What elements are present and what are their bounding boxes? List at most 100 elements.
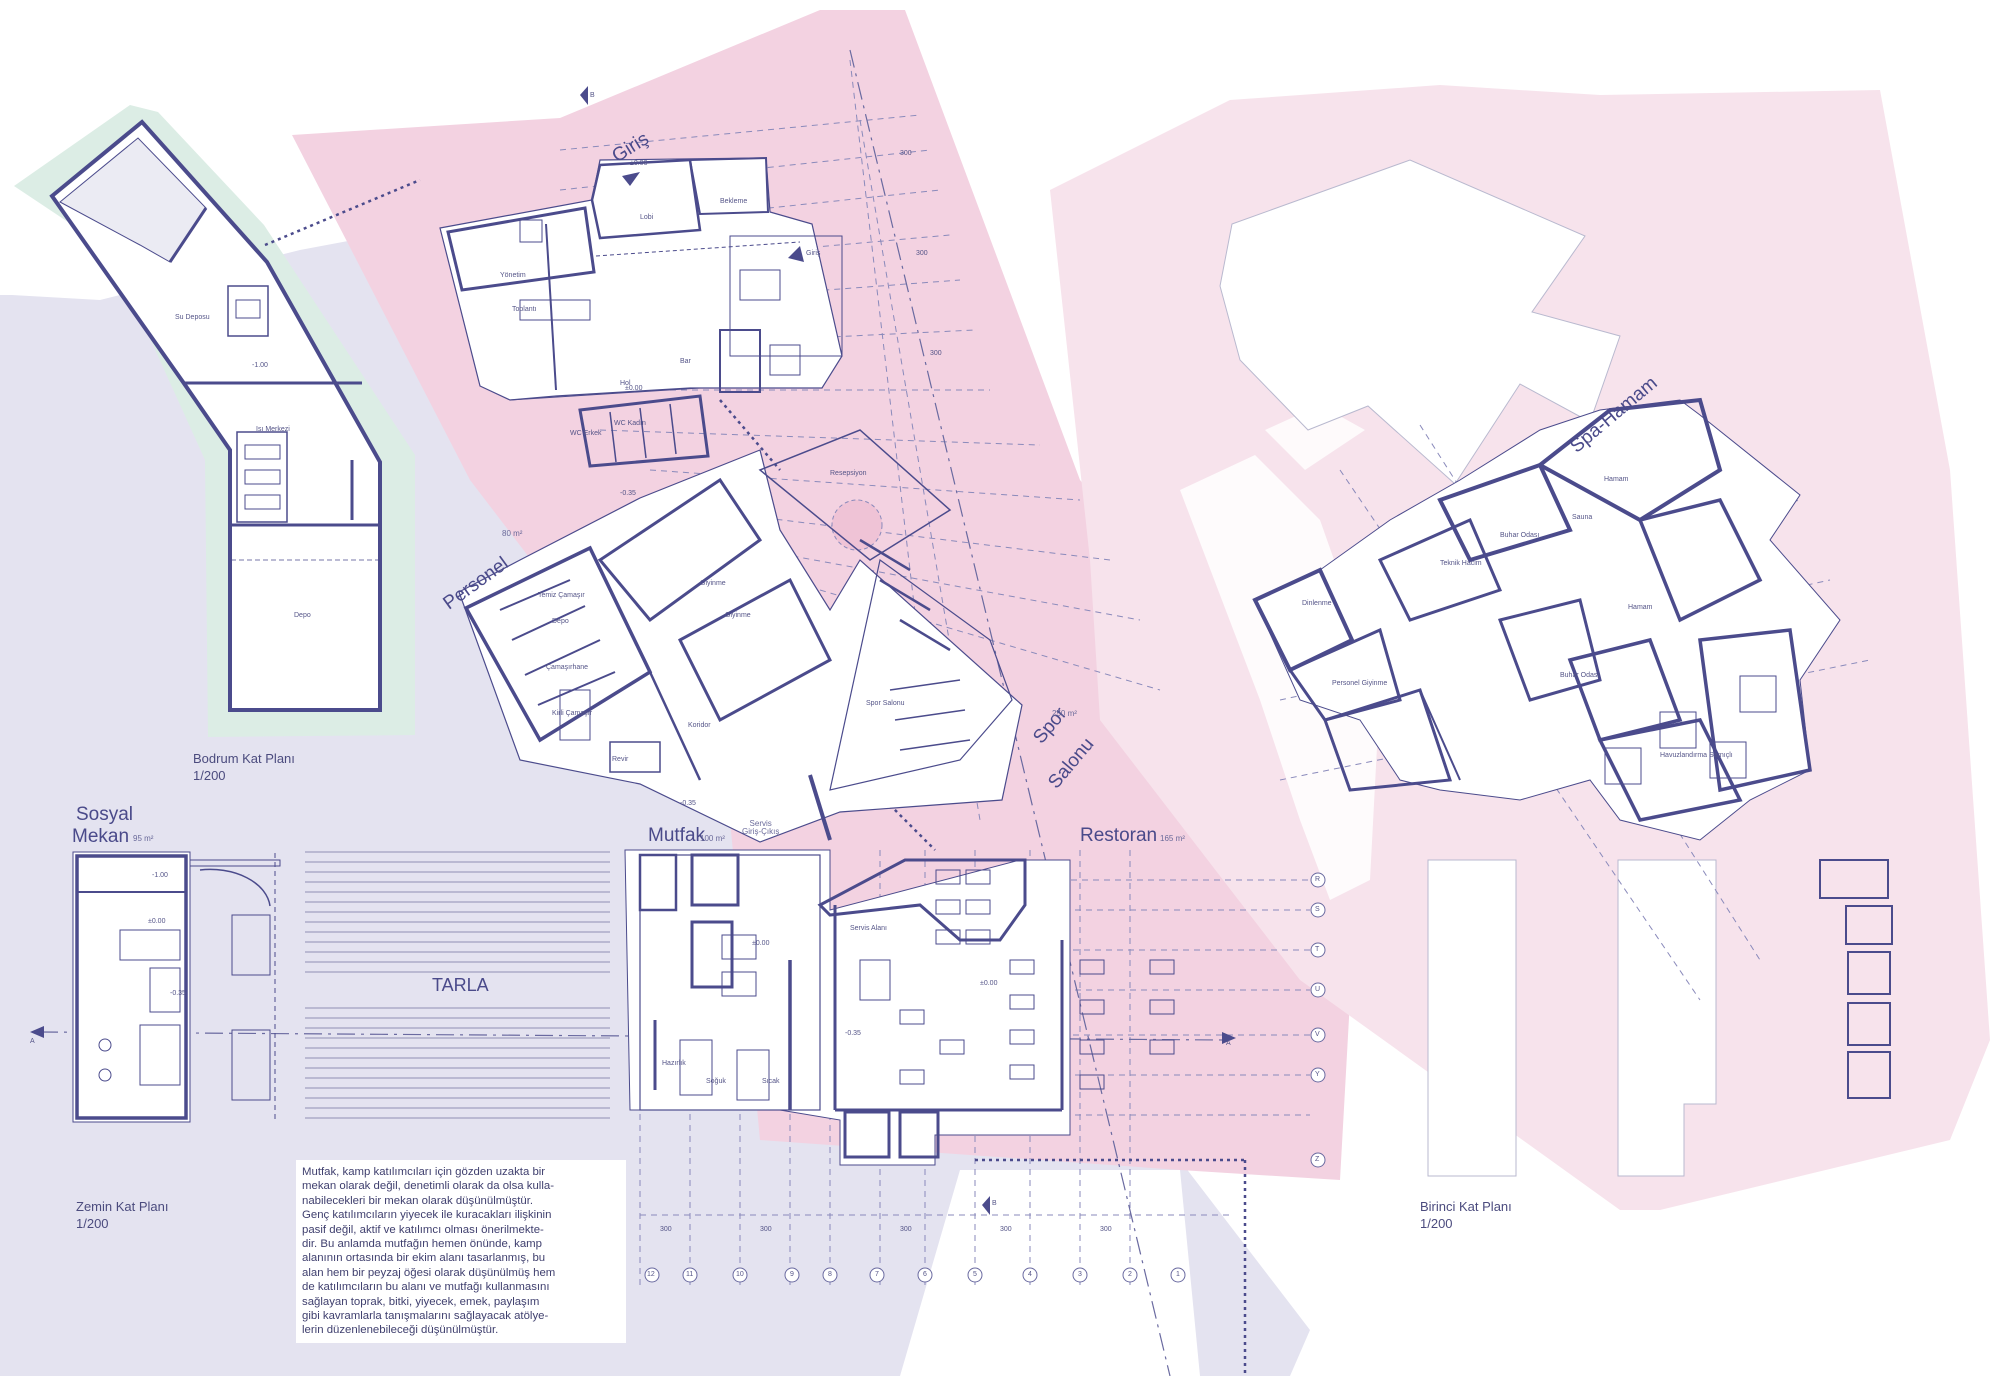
- label-lobi: Lobi: [640, 214, 654, 221]
- label-bekleme: Bekleme: [720, 198, 748, 205]
- label-camasirhane: Çamaşırhane: [546, 664, 589, 671]
- dim-bottom-4: 300: [1000, 1226, 1012, 1233]
- section-arrows: [30, 86, 1236, 1215]
- label-wc-kadin: WC Kadın: [614, 420, 646, 427]
- description-note: Mutfak, kamp katılımcıları için gözden u…: [296, 1160, 626, 1343]
- first-floor-masses: [1219, 159, 1717, 1177]
- personnel-gym-block: [458, 429, 1023, 843]
- grid-num-3: 3: [1078, 1271, 1082, 1278]
- label-toplanti: Toplantı: [512, 306, 537, 313]
- label-restoran: Restoran: [1080, 825, 1158, 846]
- birinci-scale: 1/200: [1420, 1216, 1453, 1231]
- label-servis: Servis Giriş-Çıkış: [742, 819, 780, 837]
- basement-plan: [49, 119, 382, 712]
- label-kirli-camasir: Kirli Çamaşır: [552, 710, 593, 717]
- tarla-field: [305, 851, 610, 1119]
- label-sauna: Sauna: [1572, 514, 1593, 521]
- level-mark-7: -0.35: [170, 990, 186, 997]
- label-servis-alani: Servis Alanı: [850, 925, 887, 932]
- level-mark-5: ±0.00: [980, 980, 998, 987]
- section-marker-b-top: B: [590, 92, 595, 99]
- label-depo: Depo: [552, 618, 569, 625]
- grid-num-7: 7: [875, 1271, 879, 1278]
- label-wc-erkek: WC Erkek: [570, 430, 602, 437]
- first-floor-blocks-right: [1819, 859, 1893, 1099]
- grid-bubbles: [644, 872, 1326, 1283]
- section-marker-b-bottom: B: [992, 1200, 997, 1207]
- grid-letter-y: Y: [1315, 1071, 1320, 1078]
- label-tarla: TARLA: [432, 975, 489, 995]
- grid-num-9: 9: [790, 1271, 794, 1278]
- bodrum-scale: 1/200: [193, 768, 226, 783]
- label-resepsiyon: Resepsiyon: [830, 470, 867, 477]
- label-spor-area: 250 m²: [1052, 709, 1077, 718]
- dim-diag-1: 300: [900, 150, 912, 157]
- dim-diag-3: 300: [930, 350, 942, 357]
- grid-letter-t: T: [1315, 946, 1320, 953]
- zemin-title: Zemin Kat Planı: [76, 1199, 169, 1214]
- label-sosyal-2: Mekan: [72, 826, 130, 847]
- grid-num-12: 12: [647, 1271, 655, 1278]
- dotted-site-lines: [264, 178, 1247, 1376]
- label-revir: Revir: [612, 756, 629, 763]
- level-mark-6: -0.35: [620, 490, 636, 497]
- grid-num-5: 5: [973, 1271, 977, 1278]
- label-giyinme-1: Giyinme: [700, 580, 726, 587]
- label-mutfak-area: 100 m²: [700, 834, 725, 843]
- label-giris-side: Giriş: [806, 250, 821, 257]
- grid-letter-r: R: [1315, 876, 1321, 883]
- dim-bottom-1: 300: [660, 1226, 672, 1233]
- label-soguk: Soğuk: [706, 1078, 726, 1085]
- label-personel-area: 80 m²: [502, 529, 523, 538]
- grid-letter-s: S: [1315, 906, 1320, 913]
- label-sosyal-1: Sosyal: [76, 804, 134, 825]
- section-marker-a-right: A: [1226, 1040, 1231, 1047]
- label-koridor: Koridor: [688, 722, 711, 729]
- description-text: Mutfak, kamp katılımcıları için gözden u…: [302, 1166, 556, 1337]
- bodrum-title: Bodrum Kat Planı: [193, 751, 295, 766]
- kitchen-restaurant: [624, 849, 1175, 1166]
- grid-letter-v: V: [1315, 1031, 1320, 1038]
- grid-num-1: 1: [1176, 1271, 1180, 1278]
- label-su-deposu: Su Deposu: [175, 314, 210, 321]
- grid-num-11: 11: [686, 1271, 694, 1278]
- grid-num-8: 8: [828, 1271, 832, 1278]
- label-yonetim: Yönetim: [500, 272, 526, 279]
- level-mark-10: -1.00: [252, 362, 268, 369]
- level-mark-11: -1.00: [152, 872, 168, 879]
- dim-bottom-2: 300: [760, 1226, 772, 1233]
- label-sosyal-area: 95 m²: [133, 834, 154, 843]
- label-dinlenme: Dinlenme: [1302, 600, 1332, 607]
- label-depo-big: Depo: [294, 612, 311, 619]
- label-isi-merkezi: Isı Merkezi: [256, 426, 290, 433]
- sosyal-mekan-plan: [72, 851, 281, 1123]
- label-hazirlik: Hazırlık: [662, 1060, 686, 1067]
- grid-num-2: 2: [1128, 1271, 1132, 1278]
- label-buhar-2: Buhar Odası: [1560, 672, 1600, 679]
- label-hamam-2: Hamam: [1628, 604, 1653, 611]
- label-restoran-area: 165 m²: [1160, 834, 1185, 843]
- label-mutfak: Mutfak: [648, 825, 706, 846]
- level-mark-9: -0.35: [680, 800, 696, 807]
- birinci-title: Birinci Kat Planı: [1420, 1199, 1512, 1214]
- section-line-b: [849, 49, 1171, 1376]
- label-temiz-camasir: Temiz Çamaşır: [538, 592, 585, 599]
- level-mark-8: -0.35: [845, 1030, 861, 1037]
- label-personel-giyinme: Personel Giyinme: [1332, 680, 1388, 687]
- level-mark-4: ±0.00: [752, 940, 770, 947]
- section-marker-a-left: A: [30, 1038, 35, 1045]
- entrance-building: [439, 156, 843, 468]
- label-buhar-1: Buhar Odası: [1500, 532, 1540, 539]
- grid-num-10: 10: [736, 1271, 744, 1278]
- label-giyinme-2: Giyinme: [725, 612, 751, 619]
- level-mark-2: ±0.00: [625, 385, 643, 392]
- dim-bottom-5: 300: [1100, 1226, 1112, 1233]
- dim-bottom-3: 300: [900, 1226, 912, 1233]
- label-spor-salonu-small: Spor Salonu: [866, 700, 905, 707]
- label-bar: Bar: [680, 358, 691, 365]
- zemin-scale: 1/200: [76, 1216, 109, 1231]
- label-hol: Hol: [620, 380, 631, 387]
- white-path-north: [1265, 405, 1365, 470]
- level-mark-3: ±0.00: [148, 918, 166, 925]
